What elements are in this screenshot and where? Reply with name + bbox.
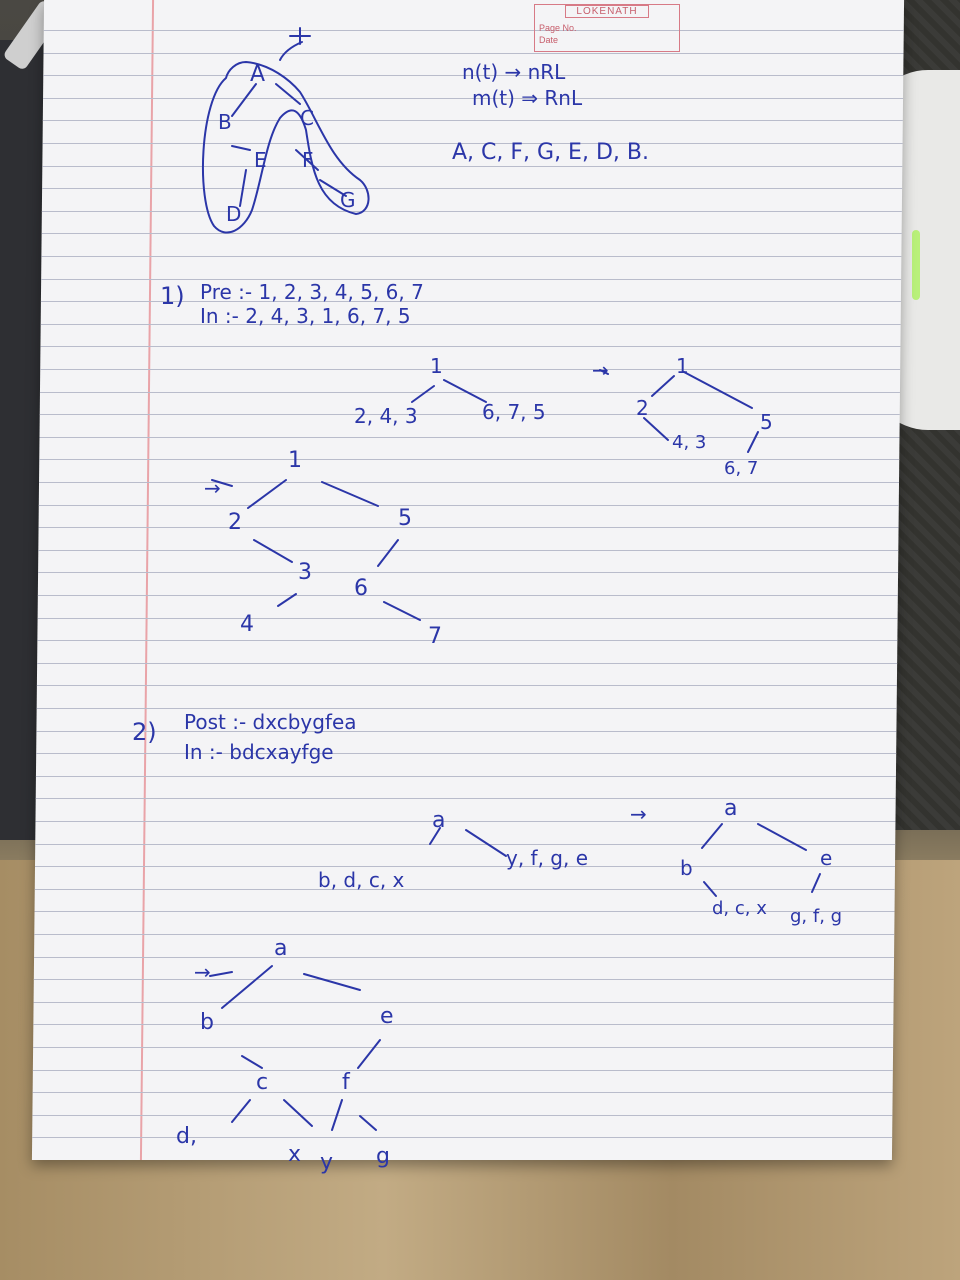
node-f: F [302,148,314,172]
p1-tree-node-4: 4 [240,612,254,637]
node-d: D [226,202,242,226]
p2-step2-right-left: g, f, g [790,906,843,927]
p1-tree-node-5: 5 [398,506,412,531]
problem1-in: In :- 2, 4, 3, 1, 6, 7, 5 [200,304,411,328]
p1-step1-right: 6, 7, 5 [482,400,546,424]
p2-step2-root: a [724,796,738,821]
arrow-icon: → [630,802,647,826]
p2-step1-right: y, f, g, e [506,846,589,870]
page-no-label: Page No. [539,23,577,33]
p2-step1-root: a [432,808,446,833]
p1-tree-node-6: 6 [354,576,368,601]
p2-step2-left-right: d, c, x [712,898,767,919]
traversal-rule-2: m(t) ⇒ RnL [472,86,583,110]
p1-tree-node-7: 7 [428,624,442,649]
p1-step2-left-right: 4, 3 [672,432,707,453]
p1-step1-left: 2, 4, 3 [354,404,418,428]
problem2-post: Post :- dxcbygfea [184,710,357,734]
p2-step2-right: e [820,846,833,870]
p2-tree-node-x: x [288,1142,302,1167]
p1-tree-node-2: 2 [228,510,242,535]
p2-step2-left: b [680,856,693,880]
problem1-pre: Pre :- 1, 2, 3, 4, 5, 6, 7 [200,280,424,304]
traversal-result: A, C, F, G, E, D, B. [452,140,649,165]
p1-step2-left: 2 [636,396,649,420]
arrow-icon: → [204,476,221,500]
p2-tree-node-d: d, [176,1124,197,1149]
node-c: C [300,106,314,130]
p2-tree-node-f: f [342,1070,350,1095]
arrow-icon: → [592,358,609,382]
node-b: B [218,110,232,134]
p2-tree-node-g: g [376,1144,390,1169]
brand-label: LOKENATH [565,5,649,18]
mouse-led-light [912,230,920,300]
problem2-number: 2) [132,718,157,746]
p2-tree-node-e: e [380,1004,394,1029]
p1-step2-right-left: 6, 7 [724,458,759,479]
node-e: E [254,148,267,172]
p1-step2-root: 1 [676,354,689,378]
node-a: A [250,62,266,87]
problem2-in: In :- bdcxayfge [184,740,334,764]
problem1-number: 1) [160,282,185,310]
arrow-icon: → [194,960,211,984]
p2-tree-node-a: a [274,936,288,961]
traversal-rule-1: n(t) → nRL [462,60,566,84]
p2-step1-left: b, d, c, x [318,868,405,892]
notebook-header-box: LOKENATH Page No. Date [534,4,680,52]
p1-tree-node-3: 3 [298,560,312,585]
p1-tree-node-1: 1 [288,448,302,473]
p2-tree-node-c: c [256,1070,269,1095]
p1-step1-root: 1 [430,354,443,378]
p2-tree-node-y: y [320,1150,334,1175]
node-g: G [340,188,356,212]
p1-step2-right: 5 [760,410,773,434]
p2-tree-node-b: b [200,1010,214,1035]
date-label: Date [539,35,559,45]
